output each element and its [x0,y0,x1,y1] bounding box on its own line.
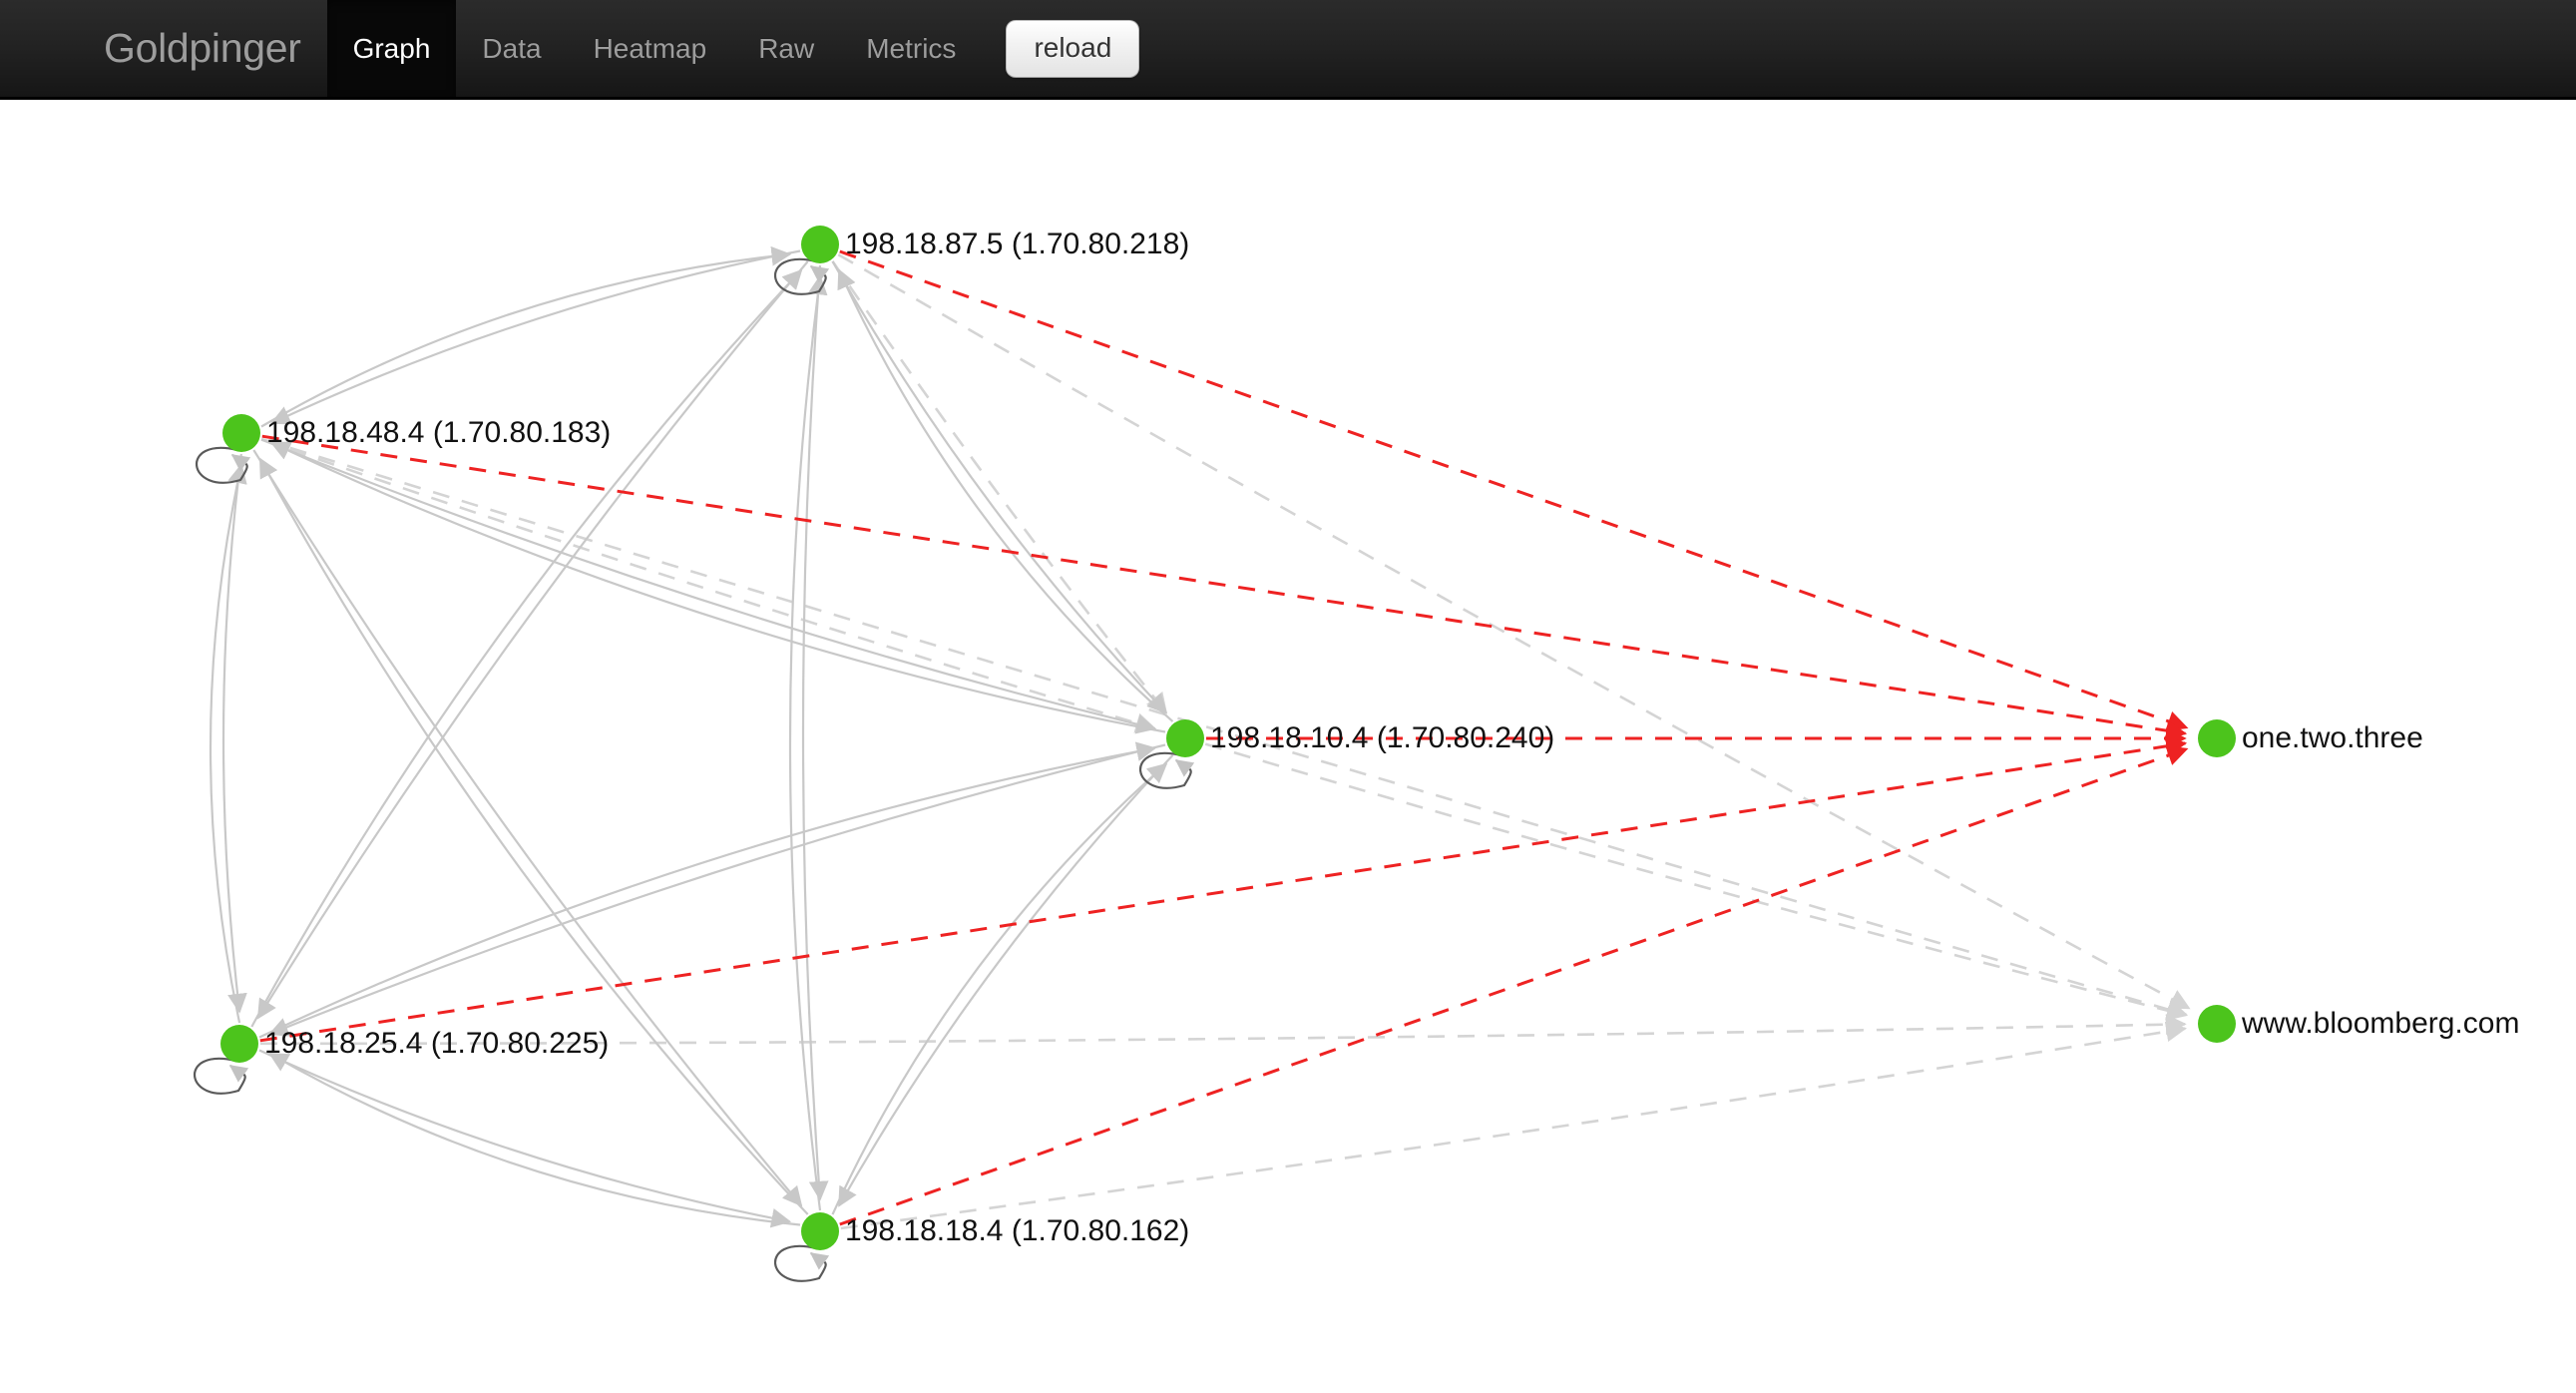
graph-svg: 198.18.87.5 (1.70.80.218) 198.18.48.4 (1.… [194,226,2519,1282]
tab-graph[interactable]: Graph [326,0,457,97]
node-status-dot[interactable] [220,1025,258,1063]
tab-metrics-label: Metrics [866,32,957,64]
graph-node[interactable]: 198.18.87.5 (1.70.80.218) [801,226,1189,263]
node-label: www.bloomberg.com [2241,1007,2519,1040]
node-label: 198.18.87.5 (1.70.80.218) [845,228,1189,260]
edge-ok[interactable] [837,268,1174,722]
graph-node[interactable]: 198.18.10.4 (1.70.80.240) [1166,719,1554,757]
node-status-dot[interactable] [1166,719,1204,757]
reload-button-wrap: reload [982,0,1140,97]
edge-ok[interactable] [256,260,809,1020]
edge-self-loop[interactable] [774,1244,830,1282]
node-label: 198.18.18.4 (1.70.80.162) [845,1214,1189,1247]
tab-data-label: Data [482,32,542,64]
graph-node[interactable]: 198.18.25.4 (1.70.80.225) [220,1025,609,1063]
tab-raw[interactable]: Raw [732,0,840,97]
reload-button[interactable]: reload [1006,19,1140,78]
tab-graph-label: Graph [352,32,431,64]
node-status-dot[interactable] [801,1212,839,1250]
navbar-inner: Goldpinger Graph Data Heatmap Raw Metric… [0,0,1140,97]
edge-pending[interactable] [260,438,1157,733]
edge-pending[interactable] [260,437,2188,1020]
node-status-dot[interactable] [222,414,260,452]
graph-node[interactable]: www.bloomberg.com [2198,1005,2519,1043]
brand-goldpinger[interactable]: Goldpinger [78,0,327,97]
tab-metrics[interactable]: Metrics [840,0,982,97]
tab-heatmap[interactable]: Heatmap [568,0,733,97]
edge-error[interactable] [839,249,2189,731]
edge-ok[interactable] [269,441,1166,733]
edge-pending[interactable] [837,253,2191,1010]
edge-ok[interactable] [258,741,1157,1039]
edge-self-loop[interactable] [774,257,830,295]
edge-ok[interactable] [831,762,1168,1215]
edge-ok[interactable] [838,754,1174,1207]
edge-pending[interactable] [1204,742,2188,1021]
edge-ok[interactable] [250,268,803,1028]
edge-error[interactable] [839,745,2189,1226]
graph-node[interactable]: one.two.three [2198,719,2423,757]
self-loop-layer [194,257,1195,1282]
edge-ok[interactable] [221,453,247,1014]
edge-ok[interactable] [801,264,829,1201]
node-layer: 198.18.87.5 (1.70.80.218) 198.18.48.4 (1.… [220,226,2519,1250]
edge-layer-ok [209,245,1174,1228]
node-status-dot[interactable] [801,226,839,263]
node-status-dot[interactable] [2198,1005,2236,1043]
navbar: Goldpinger Graph Data Heatmap Raw Metric… [0,0,2576,100]
edge-error[interactable] [261,434,2188,741]
edge-ok[interactable] [209,463,247,1024]
edge-pending[interactable] [840,1021,2188,1230]
edge-ok[interactable] [260,438,1157,734]
edge-layer-pending [259,253,2191,1230]
node-label: 198.18.48.4 (1.70.80.183) [266,416,611,449]
edge-ok[interactable] [268,1052,801,1226]
edge-self-loop[interactable] [196,446,251,484]
graph-canvas[interactable]: 198.18.87.5 (1.70.80.218) 198.18.48.4 (1.… [0,100,2576,1393]
edge-ok[interactable] [269,249,801,425]
edge-layer-error [259,249,2189,1226]
edge-pending[interactable] [831,260,1168,714]
edge-ok[interactable] [788,274,828,1211]
edge-pending[interactable] [259,1014,2187,1046]
edge-error[interactable] [259,735,2188,1043]
tab-heatmap-label: Heatmap [593,32,707,64]
brand-label: Goldpinger [104,25,301,71]
edge-ok[interactable] [831,260,1168,714]
tab-data[interactable]: Data [456,0,567,97]
node-label: 198.18.25.4 (1.70.80.225) [264,1027,609,1060]
edge-ok[interactable] [258,1049,792,1228]
edge-self-loop[interactable] [194,1057,249,1095]
graph-node[interactable]: 198.18.18.4 (1.70.80.162) [801,1212,1189,1250]
edge-ok[interactable] [252,449,803,1207]
edge-ok[interactable] [258,457,809,1215]
node-label: 198.18.10.4 (1.70.80.240) [1210,721,1554,754]
edge-ok[interactable] [267,743,1166,1037]
node-status-dot[interactable] [2198,719,2236,757]
edge-ok[interactable] [260,245,792,428]
edge-self-loop[interactable] [1139,751,1195,789]
graph-node[interactable]: 198.18.48.4 (1.70.80.183) [222,414,611,452]
tab-raw-label: Raw [758,32,815,64]
node-label: one.two.three [2242,721,2423,754]
